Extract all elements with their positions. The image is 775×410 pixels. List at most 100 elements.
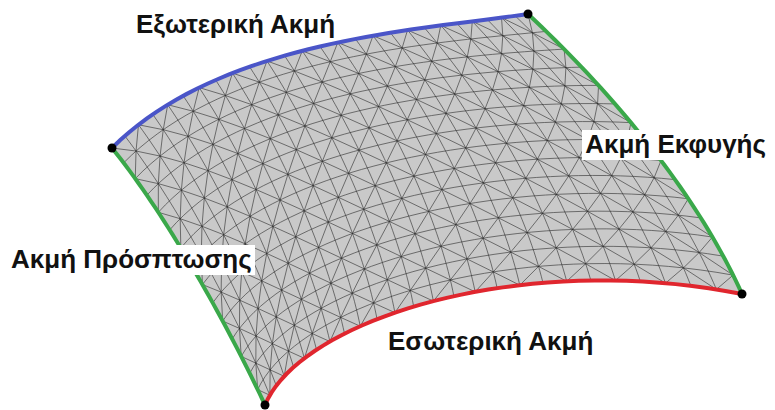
mesh-line [633, 212, 666, 232]
mesh-line [651, 232, 666, 248]
mesh-line [533, 69, 565, 86]
mesh-line [219, 95, 226, 119]
mesh-line [252, 105, 279, 115]
mesh-line [507, 143, 538, 159]
mesh-line [202, 198, 204, 226]
mesh-line [219, 119, 245, 128]
mesh-line [373, 36, 402, 48]
mesh-line [239, 328, 256, 336]
mesh-line [666, 232, 699, 253]
corner-dot [108, 144, 117, 153]
mesh-line [456, 204, 470, 225]
mesh-line [645, 178, 654, 195]
mesh-line [498, 198, 512, 218]
mesh-line [341, 317, 361, 326]
mesh-line [450, 280, 475, 292]
mesh-line [244, 105, 251, 129]
mesh-line [288, 351, 304, 358]
mesh-line [180, 219, 202, 227]
mesh-line [330, 62, 358, 74]
mesh-line [239, 300, 240, 328]
mesh-line [441, 25, 471, 39]
mesh-line [498, 54, 502, 72]
mesh-line [223, 193, 689, 321]
mesh-line [272, 317, 276, 344]
mesh-line [379, 106, 408, 119]
mesh-line [485, 90, 492, 109]
inner-edge-line [265, 280, 742, 405]
mesh-line [374, 303, 395, 313]
mesh-line [471, 21, 472, 39]
mesh-line [389, 198, 401, 221]
mesh-line [331, 258, 342, 283]
mesh-line [485, 109, 516, 124]
mesh-line [678, 199, 688, 215]
mesh-line [716, 275, 733, 289]
mesh-line [634, 248, 651, 264]
mesh-line [395, 67, 424, 80]
mesh-line [601, 193, 633, 211]
mesh-line [341, 233, 352, 258]
mesh-line [556, 194, 587, 211]
mesh-line [561, 104, 594, 122]
mesh-line [213, 119, 219, 144]
mesh-line [341, 115, 369, 128]
mesh-line [282, 263, 289, 290]
mesh-line [305, 126, 332, 138]
mesh-line [467, 57, 498, 72]
mesh-line [542, 213, 572, 229]
mesh-line [232, 154, 238, 180]
mesh-line [395, 48, 402, 67]
mesh-line [424, 28, 566, 282]
mesh-line [256, 190, 280, 200]
mesh-line [532, 33, 534, 51]
mesh-line [204, 171, 208, 198]
mesh-line [483, 218, 498, 238]
mesh-line [280, 174, 288, 200]
mesh-line [467, 259, 493, 272]
mesh-line [202, 226, 224, 234]
mesh-line [387, 86, 416, 99]
mesh-line [272, 344, 288, 351]
mesh-line [527, 233, 556, 248]
mesh-line [364, 209, 390, 221]
mesh-line [415, 234, 441, 247]
mesh-line [322, 138, 331, 161]
mesh-line [319, 222, 329, 247]
mesh-line [436, 134, 465, 148]
mesh-line [314, 82, 323, 103]
mesh-line [379, 86, 388, 106]
mesh-line [651, 248, 683, 268]
mesh-line [301, 299, 321, 308]
mesh-line [619, 229, 651, 248]
mesh-line [366, 54, 395, 66]
mesh-line [375, 163, 386, 186]
mesh-line [312, 334, 330, 342]
mesh-line [147, 67, 582, 195]
mesh-line [402, 176, 414, 198]
mesh-line [288, 263, 309, 273]
mesh-line [160, 156, 184, 163]
mesh-line [321, 308, 341, 317]
mesh-line [225, 95, 251, 104]
corner-dot [524, 10, 533, 19]
mesh-line [227, 207, 250, 217]
mesh-line [273, 226, 296, 236]
mesh-line [135, 49, 564, 179]
mesh-line [369, 106, 379, 127]
mesh-line [341, 293, 353, 317]
mesh-line [216, 80, 330, 341]
mesh-line [446, 94, 455, 113]
mesh-line [386, 141, 397, 163]
mesh-line [263, 164, 288, 175]
mesh-line [516, 124, 547, 140]
mesh-line [364, 186, 375, 210]
mesh-line [579, 158, 611, 176]
mesh-line [492, 90, 523, 106]
mesh-line [221, 292, 240, 300]
mesh-line [441, 25, 591, 280]
mesh-line [567, 264, 586, 282]
mesh-line [476, 128, 506, 143]
mesh-line [124, 31, 547, 163]
mesh-line [321, 283, 331, 308]
